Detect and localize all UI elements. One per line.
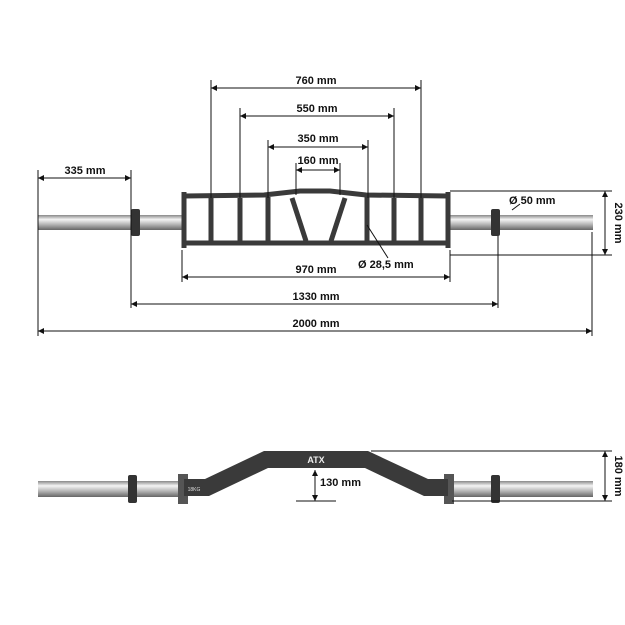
left-collar-side: [128, 475, 137, 503]
top-dimension-labels: 760 mm 550 mm 350 mm 160 mm 335 mm 970 m…: [65, 75, 624, 330]
frame: [181, 188, 451, 248]
brand-logo: ATX: [307, 455, 324, 465]
bent-bar: [184, 451, 448, 496]
dim-335: 335 mm: [65, 165, 106, 177]
dim-2000: 2000 mm: [292, 318, 339, 330]
dim-550: 550 mm: [297, 103, 338, 115]
dim-grip-diameter: Ø 28,5 mm: [358, 259, 414, 271]
left-collar: [131, 209, 140, 236]
right-sleeve: [450, 215, 593, 230]
right-sleeve-side: [448, 481, 593, 497]
arrowheads: [38, 85, 608, 501]
dim-130: 130 mm: [320, 477, 361, 489]
dim-970: 970 mm: [296, 264, 337, 276]
dim-1330: 1330 mm: [292, 291, 339, 303]
side-view-bar: ATX 18KG: [38, 451, 593, 504]
left-sleeve: [38, 215, 183, 230]
top-dimension-lines: [37, 80, 612, 336]
right-collar: [491, 209, 500, 236]
left-sleeve-side: [38, 481, 186, 497]
dim-sleeve-diameter: Ø 50 mm: [509, 195, 556, 207]
dim-350: 350 mm: [298, 133, 339, 145]
top-view-bar: [38, 188, 593, 248]
weight-label: 18KG: [188, 487, 201, 493]
dim-180: 180 mm: [612, 456, 624, 497]
dim-160: 160 mm: [298, 155, 339, 167]
right-collar-side: [491, 475, 500, 503]
dim-230: 230 mm: [612, 203, 624, 244]
dim-760: 760 mm: [296, 75, 337, 87]
